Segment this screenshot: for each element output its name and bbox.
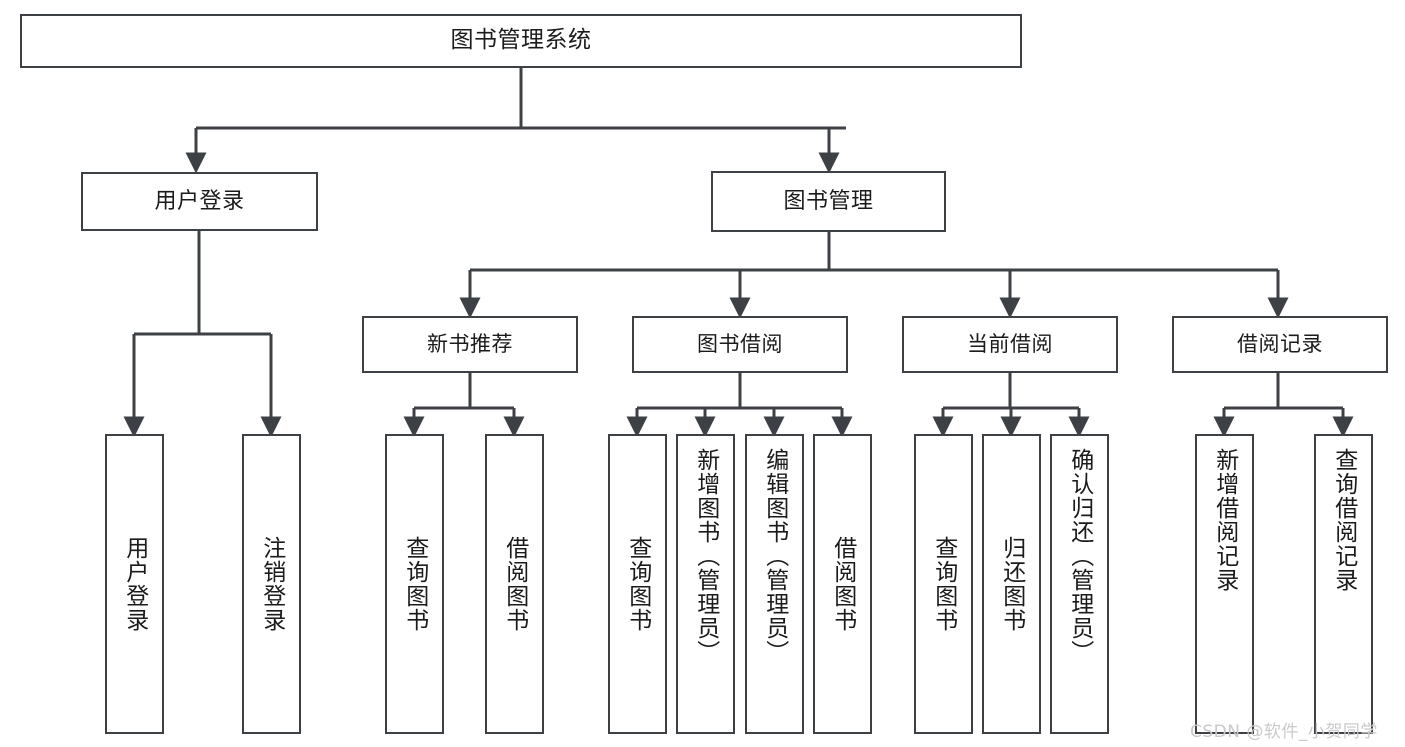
leaf-borrow-book-recommend[interactable]: 借阅图书 xyxy=(485,434,544,734)
leaf-borrow-book[interactable]: 借阅图书 xyxy=(813,434,872,734)
leaf-add-book[interactable]: 新增图书（管理员） xyxy=(676,434,735,734)
node-label: 查询借阅记录 xyxy=(1330,448,1357,592)
node-label: 归还图书 xyxy=(998,536,1025,632)
node-label: 用户登录 xyxy=(154,188,245,214)
node-label: 确认归还（管理员） xyxy=(1066,448,1093,664)
node-label: 图书管理系统 xyxy=(450,27,592,54)
node-borrow-record[interactable]: 借阅记录 xyxy=(1172,316,1388,373)
leaf-user-login[interactable]: 用户登录 xyxy=(105,434,164,734)
node-book-management-system[interactable]: 图书管理系统 xyxy=(20,14,1022,68)
node-current-borrow[interactable]: 当前借阅 xyxy=(902,316,1118,373)
node-book-manage[interactable]: 图书管理 xyxy=(711,171,946,232)
node-label: 查询图书 xyxy=(624,536,651,632)
node-book-borrow[interactable]: 图书借阅 xyxy=(632,316,848,373)
node-label: 新增借阅记录 xyxy=(1211,448,1238,592)
node-label: 借阅图书 xyxy=(829,536,856,632)
leaf-query-book-recommend[interactable]: 查询图书 xyxy=(385,434,444,734)
leaf-add-borrow-record[interactable]: 新增借阅记录 xyxy=(1195,434,1254,734)
leaf-query-book-borrow[interactable]: 查询图书 xyxy=(608,434,667,734)
node-label: 图书管理 xyxy=(783,188,874,214)
node-user-login[interactable]: 用户登录 xyxy=(81,172,318,231)
node-label: 借阅记录 xyxy=(1237,332,1323,357)
node-new-book-recommend[interactable]: 新书推荐 xyxy=(362,316,578,373)
node-label: 当前借阅 xyxy=(967,332,1053,357)
node-label: 新增图书（管理员） xyxy=(692,448,719,664)
node-label: 图书借阅 xyxy=(697,332,783,357)
leaf-logout-login[interactable]: 注销登录 xyxy=(242,434,301,734)
node-label: 编辑图书（管理员） xyxy=(761,448,788,664)
node-label: 新书推荐 xyxy=(427,332,513,357)
leaf-query-book-current[interactable]: 查询图书 xyxy=(914,434,973,734)
node-label: 查询图书 xyxy=(930,536,957,632)
leaf-return-book[interactable]: 归还图书 xyxy=(982,434,1041,734)
node-label: 借阅图书 xyxy=(501,536,528,632)
node-label: 查询图书 xyxy=(401,536,428,632)
csdn-watermark: CSDN @软件_小贺同学 xyxy=(1190,722,1378,742)
node-label: 用户登录 xyxy=(121,536,148,632)
leaf-confirm-return[interactable]: 确认归还（管理员） xyxy=(1050,434,1109,734)
node-label: 注销登录 xyxy=(258,536,285,632)
leaf-edit-book[interactable]: 编辑图书（管理员） xyxy=(745,434,804,734)
leaf-query-borrow-record[interactable]: 查询借阅记录 xyxy=(1314,434,1373,734)
